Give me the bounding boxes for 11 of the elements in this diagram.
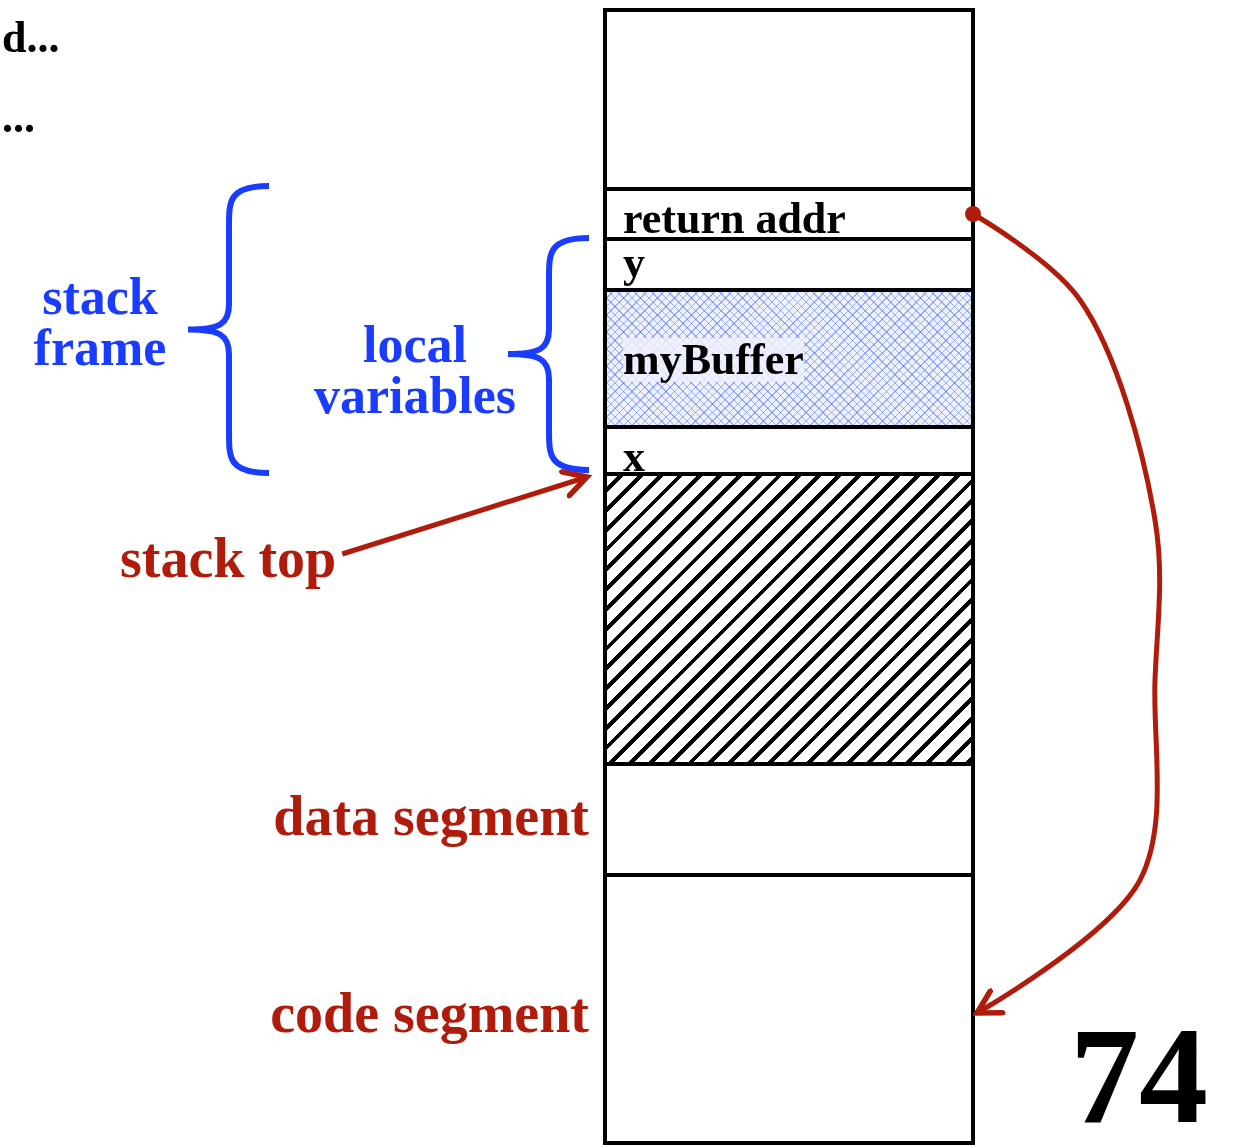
page-number: 74 (1070, 1014, 1208, 1139)
brace-label: stack frame (32, 272, 168, 374)
arrow (965, 206, 1163, 1016)
variable-name: myBuffer (623, 338, 804, 382)
slot-label: x (623, 435, 645, 479)
arrow (341, 469, 590, 557)
slot-label: y (623, 241, 645, 285)
truncated-text: d... (2, 16, 60, 60)
brace-label: local variables (312, 320, 518, 422)
truncated-text: ... (2, 96, 35, 140)
slot-label: return addr (623, 197, 846, 241)
